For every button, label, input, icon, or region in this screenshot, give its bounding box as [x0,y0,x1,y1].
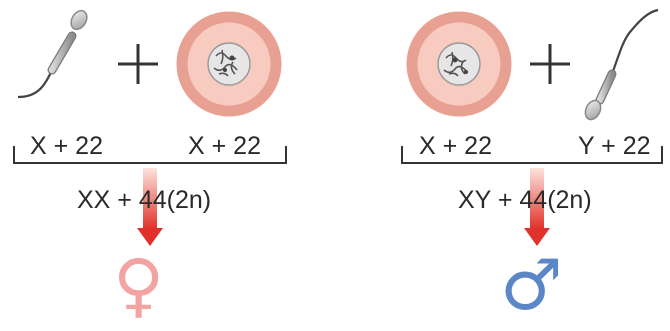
male-egg-chromosomes: X + 22 [419,132,492,160]
male-symbol-icon: ♂ [500,244,563,326]
female-result-arrow [137,168,163,246]
egg-cell-icon [176,11,282,117]
sperm-icon [584,8,659,121]
plus-sign [530,44,570,84]
female-symbol-icon: ♀ [113,244,165,326]
male-zygote-result: XY + 44(2n) [458,186,592,214]
plus-sign [118,44,158,84]
female-zygote-result: XX + 44(2n) [77,186,212,214]
left-bracket [13,146,287,164]
male-sperm-chromosomes: Y + 22 [578,132,651,160]
sperm-icon [17,9,88,99]
egg-cell-icon [406,11,512,117]
female-sperm-chromosomes: X + 22 [30,132,103,160]
female-egg-chromosomes: X + 22 [188,132,261,160]
right-bracket [401,146,663,164]
male-result-arrow [524,168,550,246]
